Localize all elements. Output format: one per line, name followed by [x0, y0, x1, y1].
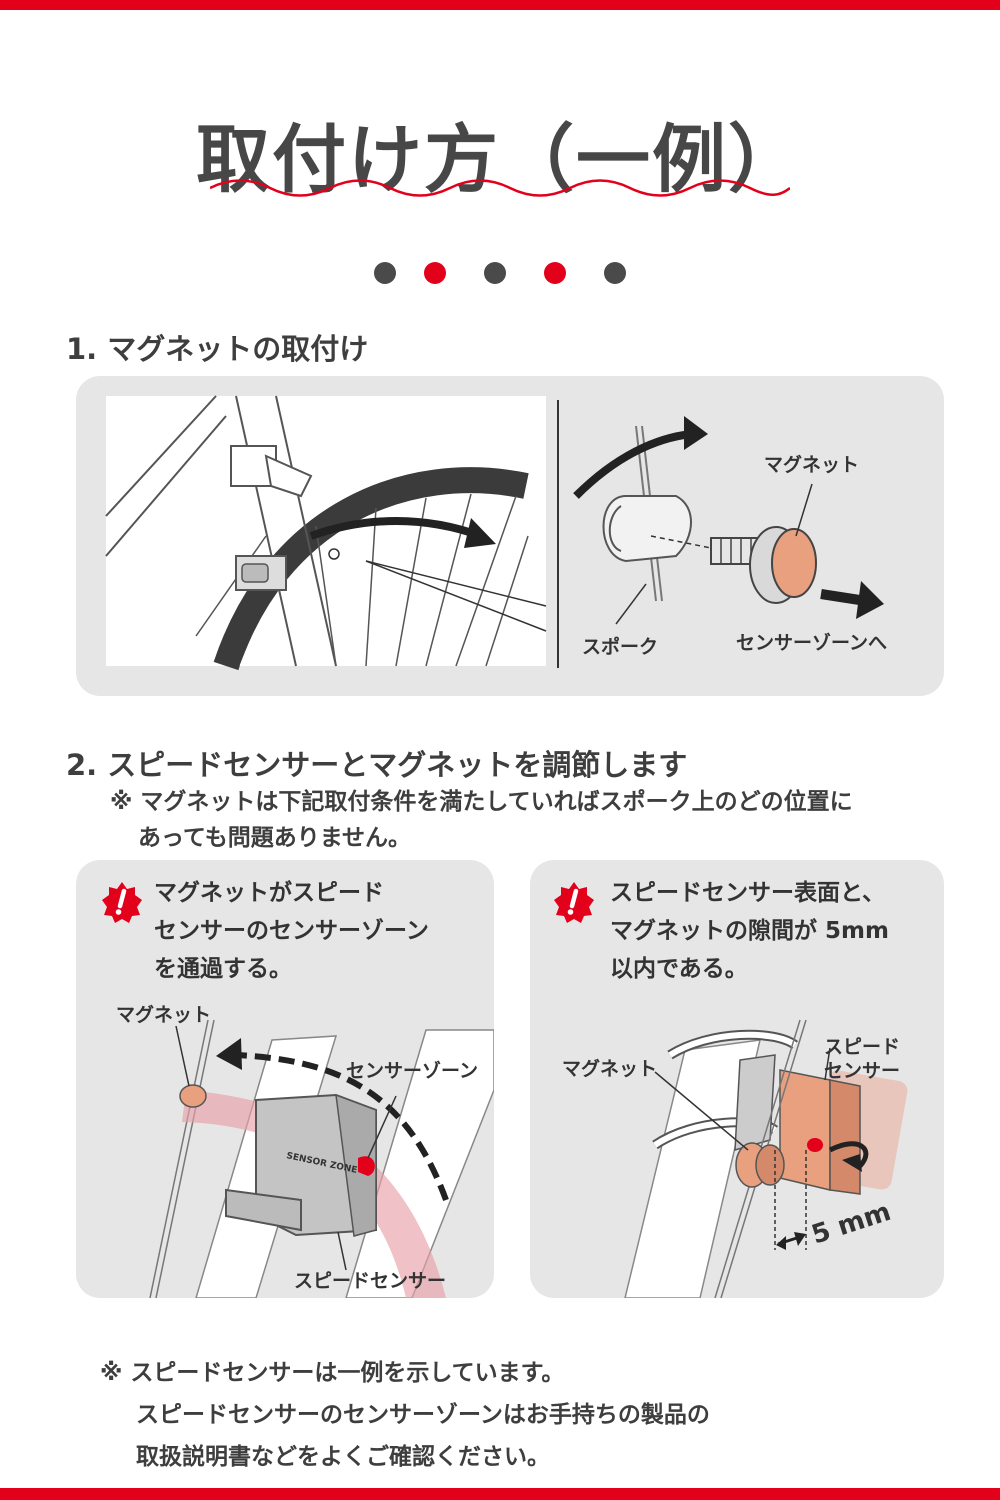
- page-title: 取付け方（一例）: [196, 117, 804, 203]
- top-accent-bar: [0, 0, 1000, 10]
- label-magnet: マグネット: [764, 454, 860, 476]
- label-spoke: スポーク: [582, 636, 659, 658]
- condition-1-text: マグネットがスピード センサーのセンサーゾーン を通過する。: [154, 874, 429, 988]
- bicycle-fork-illustration: [105, 395, 884, 671]
- title-underline-wave: [210, 179, 790, 197]
- warning-icon: [102, 882, 142, 923]
- condition-1-line-2: センサーのセンサーゾーン: [154, 918, 429, 944]
- section1-heading: 1. マグネットの取付け: [66, 332, 369, 366]
- note-line-1: ※ マグネットは下記取付条件を満たしていればスポーク上のどの位置に: [110, 789, 853, 815]
- footer-line-2: スピードセンサーのセンサーゾーンはお手持ちの製品の: [136, 1402, 710, 1428]
- condition-2-line-2: マグネットの隙間が 5mm: [610, 918, 889, 944]
- condition-1-line-1: マグネットがスピード: [154, 880, 384, 906]
- section2-note: ※ マグネットは下記取付条件を満たしていればスポーク上のどの位置に あっても問題…: [110, 784, 853, 856]
- card1-label-magnet: マグネット: [116, 1004, 212, 1026]
- label-to-sensor-zone: センサーゾーンへ: [736, 632, 888, 654]
- card1-label-speed-sensor: スピードセンサー: [294, 1270, 447, 1292]
- warning-icon: [554, 882, 594, 923]
- dot: [374, 262, 396, 284]
- card2-label-sensor: センサー: [824, 1060, 901, 1082]
- card2-label-speed: スピード: [824, 1036, 901, 1058]
- dot: [424, 262, 446, 284]
- sensor-gap-illustration: [624, 1019, 908, 1298]
- condition-card-2: スピードセンサー表面と、 マグネットの隙間が 5mm 以内である。: [530, 860, 944, 1298]
- condition-2-text: スピードセンサー表面と、 マグネットの隙間が 5mm 以内である。: [610, 874, 889, 988]
- footer-line-3: 取扱説明書などをよくご確認ください。: [136, 1444, 550, 1470]
- dot: [604, 262, 626, 284]
- footer-line-1: ※ スピードセンサーは一例を示しています。: [100, 1360, 565, 1386]
- section2-heading: 2. スピードセンサーとマグネットを調節します: [66, 748, 688, 782]
- card2-label-magnet: マグネット: [562, 1058, 658, 1080]
- condition-1-line-3: を通過する。: [154, 956, 292, 982]
- condition-2-line-3: 以内である。: [610, 956, 748, 982]
- dot: [484, 262, 506, 284]
- footer-note: ※ スピードセンサーは一例を示しています。 スピードセンサーのセンサーゾーンはお…: [100, 1352, 710, 1478]
- decorative-dots: [374, 262, 626, 286]
- sensor-zone-illustration: SENSOR ZONE: [149, 1019, 494, 1298]
- dot: [544, 262, 566, 284]
- condition-2-line-1: スピードセンサー表面と、: [610, 880, 886, 906]
- section1-panel: マグネット スポーク センサーゾーンへ: [76, 376, 944, 696]
- card1-label-sensor-zone: センサーゾーン: [346, 1060, 479, 1082]
- condition-card-1: マグネットがスピード センサーのセンサーゾーン を通過する。 SENSOR ZO…: [76, 860, 494, 1298]
- note-line-2: あっても問題ありません。: [138, 825, 412, 851]
- bottom-accent-bar: [0, 1488, 1000, 1500]
